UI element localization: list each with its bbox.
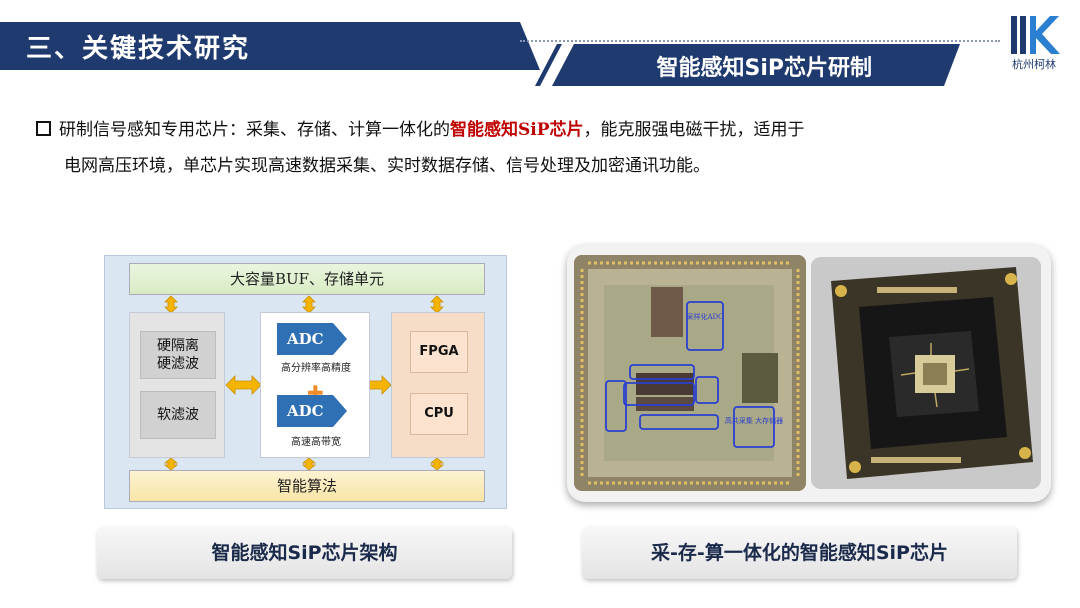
slide-subtitle: 智能感知SiP芯片研制 [656,56,872,81]
bullet-line-2: 电网高压环境，单芯片实现高速数据采集、实时数据存储、信号处理及加密通讯功能。 [64,156,710,176]
subtitle-band: 智能感知SiP芯片研制 [515,44,960,86]
bullet-square-icon [36,121,51,136]
company-logo [1011,16,1060,54]
bullet-paragraph: 研制信号感知专用芯片：采集、存储、计算一体化的智能感知SiP芯片，能克服强电磁干… [36,112,1046,184]
adc-high-precision-caption: 高分辨率高精度 [281,363,351,374]
fpga-box: FPGA [410,331,468,373]
sip-architecture-diagram: 大容量BUF、存储单元 智能算法 硬隔离 硬滤波 软滤波 ADC 高分辨率高精度… [104,255,507,509]
chip-die-photo: 采样化ADC 高共采集 大存储器 [574,255,806,491]
chip-socket-photo [811,257,1041,489]
adc-high-speed: ADC [277,395,347,427]
bullet-highlight: 智能感知SiP芯片 [450,120,584,140]
soft-filter-box: 软滤波 [140,391,216,439]
processor-column: FPGA CPU [391,312,485,458]
section-header-band: 三、关键技术研究 [0,22,540,70]
adc-column: ADC 高分辨率高精度 ✚ ADC 高速高带宽 [260,312,370,458]
bullet-text-before: 研制信号感知专用芯片：采集、存储、计算一体化的 [59,120,450,140]
die-label-storage: 高共采集 大存储器 [725,416,783,425]
adc-high-precision: ADC [277,323,347,355]
section-title: 三、关键技术研究 [26,34,251,64]
bullet-text-after: ，能克服强电磁干扰，适用于 [583,120,805,140]
die-illustration: 采样化ADC 高共采集 大存储器 [574,255,806,491]
adc-high-speed-caption: 高速高带宽 [291,437,341,448]
algorithm-bar: 智能算法 [129,470,485,502]
logo-text: 杭州柯林 [1012,58,1056,71]
header-divider [520,40,1000,42]
caption-chip: 采-存-算一体化的智能感知SiP芯片 [582,527,1017,579]
die-label-adc: 采样化ADC [686,312,723,321]
socket-illustration [811,257,1041,489]
cpu-box: CPU [410,393,468,435]
caption-architecture: 智能感知SiP芯片架构 [97,527,512,579]
hard-filter-box: 硬隔离 硬滤波 [140,331,216,379]
storage-unit-bar: 大容量BUF、存储单元 [129,263,485,295]
chip-photo-panel: 采样化ADC 高共采集 大存储器 [567,245,1051,502]
filter-column: 硬隔离 硬滤波 软滤波 [129,312,225,458]
